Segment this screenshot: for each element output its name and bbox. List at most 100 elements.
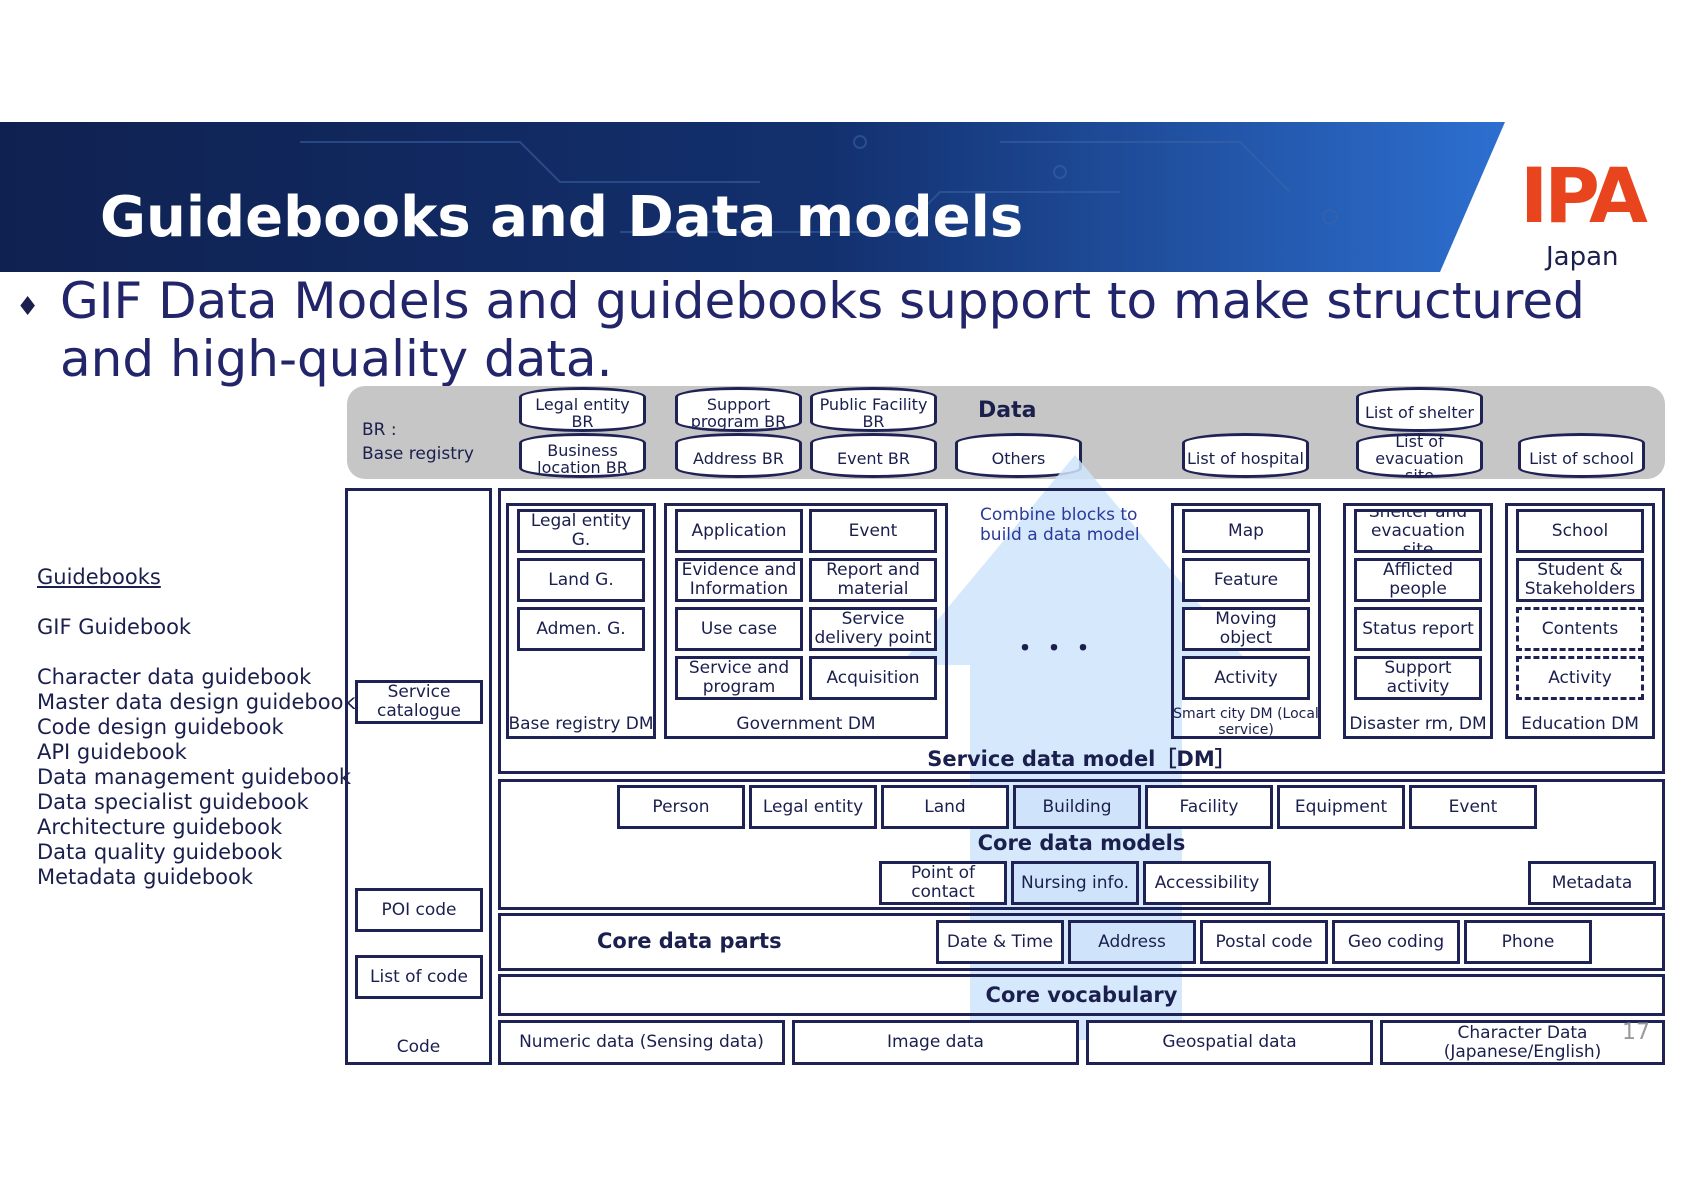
feature-box: Feature [1182,558,1310,602]
cylinder-list-of-evacuation-site: List of evacuation site [1356,433,1483,478]
equipment-box: Equipment [1277,785,1405,829]
government-dm-group [664,503,948,739]
base-registry-dm-label: Base registry DM [508,714,654,734]
image-data-box: Image data [792,1020,1079,1065]
education-activity-box: Activity [1516,656,1644,700]
event-box: Event [809,509,937,553]
br-legend-abbr: BR : [362,420,397,440]
geo-coding-box: Geo coding [1332,920,1460,964]
legal-entity-g-box: Legal entity G. [517,509,645,553]
status-report-box: Status report [1354,607,1482,651]
bullet-text: GIF Data Models and guidebooks support t… [60,272,1585,388]
poi-code-box: POI code [355,888,483,932]
page-number: 17 [1622,1020,1650,1045]
guidebooks-header[interactable]: Guidebooks [37,565,161,589]
br-legend-full: Base registry [362,444,474,464]
nursing-info-box: Nursing info. [1011,861,1139,905]
date-time-box: Date & Time [936,920,1064,964]
map-box: Map [1182,509,1310,553]
ellipsis: ・・・ [1012,634,1100,664]
core-data-models-frame [498,779,1665,910]
core-vocabulary-frame [498,974,1665,1016]
afflicted-box: Afflicted people [1354,558,1482,602]
slide-title: Guidebooks and Data models [100,185,1024,250]
geospatial-data-box: Geospatial data [1086,1020,1373,1065]
service-data-model-label: Service data model［DM］ [927,747,1236,771]
address-box: Address [1068,920,1196,964]
building-box: Building [1013,785,1141,829]
cylinder-list-of-school: List of school [1518,433,1645,478]
guidebook-item: Metadata guidebook [37,865,254,889]
service-program-box: Service and program [675,656,803,700]
cylinder-public-facility-br: Public Facility BR [810,387,937,432]
guidebook-item: API guidebook [37,740,187,764]
cylinder-list-of-hospital: List of hospital [1182,433,1309,478]
core-event-box: Event [1409,785,1537,829]
core-data-parts-frame [498,913,1665,971]
bullet-diamond-icon: ♦ [16,292,40,322]
phone-box: Phone [1464,920,1592,964]
core-vocabulary-label: Core vocabulary [985,983,1178,1007]
disaster-dm-group [1343,503,1493,739]
code-column [345,488,492,1065]
data-label: Data [978,398,1037,423]
cylinder-support-program-br: Support program BR [675,387,802,432]
land-g-box: Land G. [517,558,645,602]
postal-code-box: Postal code [1200,920,1328,964]
support-activity-box: Support activity [1354,656,1482,700]
guidebook-item: Data quality guidebook [37,840,283,864]
guidebook-item: Data specialist guidebook [37,790,309,814]
smart-city-dm-label: Smart city DM (Local service) [1173,706,1319,738]
guidebook-item: Architecture guidebook [37,815,283,839]
cylinder-event-br: Event BR [810,433,937,478]
ipa-logo: IPA [1520,151,1648,240]
guidebooks-list: Guidebooks GIF Guidebook Character data … [37,565,356,890]
disaster-dm-label: Disaster rm, DM [1349,714,1487,734]
metadata-box: Metadata [1528,861,1656,905]
education-dm-label: Education DM [1521,714,1639,734]
facility-box: Facility [1145,785,1273,829]
government-dm-label: Government DM [736,714,876,734]
activity-box: Activity [1182,656,1310,700]
code-label: Code [396,1037,441,1057]
cylinder-legal-entity-br: Legal entity BR [519,387,646,432]
smart-city-dm-group [1171,503,1321,739]
moving-object-box: Moving object [1182,607,1310,651]
gif-guidebook: GIF Guidebook [37,615,192,639]
contents-box: Contents [1516,607,1644,651]
guidebook-item: Code design guidebook [37,715,284,739]
cylinder-list-of-shelter: List of shelter [1356,387,1483,432]
core-data-parts-label: Core data parts [597,929,782,953]
guidebook-item: Master data design guidebook [37,690,356,714]
report-box: Report and material [809,558,937,602]
land-box: Land [881,785,1009,829]
application-box: Application [675,509,803,553]
service-delivery-point-box: Service delivery point [809,607,937,651]
cylinder-address-br: Address BR [675,433,802,478]
guidebook-item: Data management guidebook [37,765,352,789]
point-of-contact-box: Point of contact [879,861,1007,905]
legal-entity-box: Legal entity [749,785,877,829]
shelter-box: Shelter and evacuation site [1354,509,1482,553]
character-data-box: Character Data (Japanese/English) [1380,1020,1665,1065]
numeric-data-box: Numeric data (Sensing data) [498,1020,785,1065]
acquisition-box: Acquisition [809,656,937,700]
education-dm-group [1505,503,1655,739]
service-catalogue-box: Service catalogue [355,680,483,724]
cylinder-business-location-br: Business location BR [519,433,646,478]
student-box: Student & Stakeholders [1516,558,1644,602]
admen-g-box: Admen. G. [517,607,645,651]
use-case-box: Use case [675,607,803,651]
logo-subtitle: Japan [1546,242,1619,272]
person-box: Person [617,785,745,829]
br-legend: BR : Base registry [362,418,474,466]
accessibility-box: Accessibility [1143,861,1271,905]
service-data-model-frame [498,488,1665,774]
combine-note: Combine blocks to build a data model [980,505,1140,545]
guidebook-item: Character data guidebook [37,665,312,689]
list-of-code-box: List of code [355,955,483,999]
cylinder-others: Others [955,433,1082,478]
core-data-models-label: Core data models [977,831,1186,855]
base-registry-dm-group [506,503,656,739]
school-box: School [1516,509,1644,553]
